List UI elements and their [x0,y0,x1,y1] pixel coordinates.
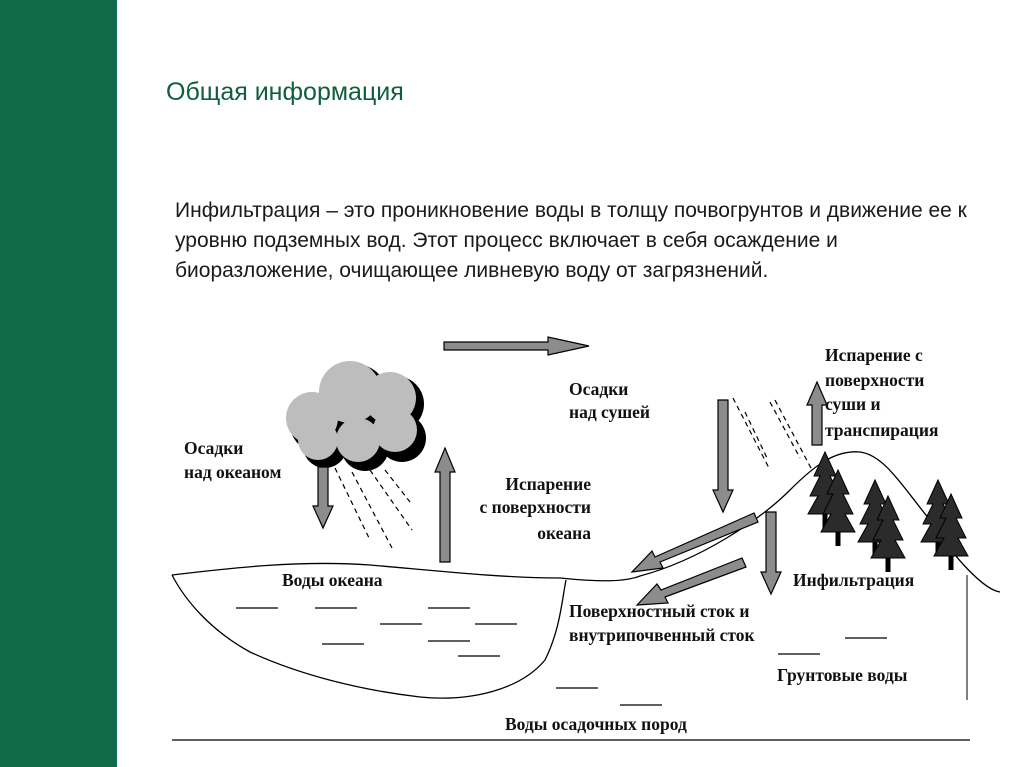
page-title: Общая информация [166,78,404,106]
rain-icon [334,467,413,549]
label-runoff-2: внутрипочвенный сток [569,625,756,645]
label-evap-ocean-1: Испарение [505,474,591,494]
subsurface-runoff-arrow [635,557,747,606]
definition-text: Инфильтрация – это проникновение воды в … [175,199,967,282]
surface-runoff-arrow [630,512,759,573]
label-evap-ocean-2: с поверхности [479,497,591,517]
ocean-basin [171,574,567,699]
label-precip-land-1: Осадки [569,379,628,399]
label-precip-ocean-1: Осадки [184,438,243,458]
precip-land-arrow [712,399,734,514]
label-ocean-water: Воды океана [282,570,383,590]
label-infiltration: Инфильтрация [793,570,914,590]
label-evap-land-1: Испарение с [825,345,923,365]
label-evap-ocean-3: океана [537,523,591,543]
land-rain-icon [732,397,813,471]
air-movement-arrow [443,336,590,356]
precip-ocean-arrow [312,466,334,530]
label-groundwater: Грунтовые воды [777,665,908,685]
label-evap-land-2: поверхности [825,370,924,390]
label-runoff-1: Поверхностный сток и [569,601,749,621]
label-evap-land-4: транспирация [825,420,938,440]
water-dashes [236,607,887,706]
label-sediment-water: Воды осадочных пород [505,714,687,734]
terrain-line [171,451,1001,593]
label-precip-land-2: над сушей [569,402,650,422]
evap-land-arrow [806,380,828,446]
sidebar-band [0,0,117,767]
infiltration-arrow [760,511,782,596]
tree-icon [807,451,969,573]
label-evap-land-3: суши и [825,394,881,414]
label-precip-ocean-2: над океаном [184,462,281,482]
cloud-icon [286,361,426,471]
evap-ocean-arrow [434,446,456,563]
